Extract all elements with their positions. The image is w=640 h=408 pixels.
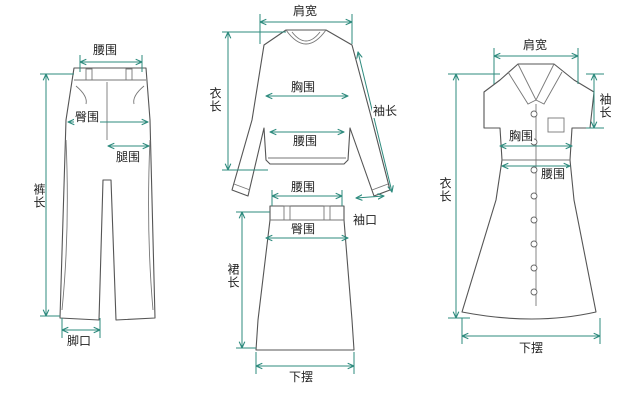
sweater-chest-label: 胸围 bbox=[290, 80, 317, 94]
dress-waist-label: 腰围 bbox=[540, 167, 567, 181]
pants-drawing bbox=[59, 67, 156, 321]
sweater-drawing bbox=[231, 29, 391, 197]
pants-hip-label: 臀围 bbox=[74, 110, 101, 124]
skirt-drawing bbox=[255, 205, 355, 351]
dress-outline bbox=[461, 63, 597, 320]
skirt-length-label: 裙长 bbox=[226, 262, 240, 290]
dress-length-label: 衣长 bbox=[438, 176, 452, 204]
sweater-waist-label: 腰围 bbox=[292, 134, 319, 148]
dress-hem-label: 下摆 bbox=[518, 341, 545, 355]
pants-length-label: 裤长 bbox=[32, 182, 46, 210]
pants-hem-label: 脚口 bbox=[66, 334, 93, 348]
sweater-cuff-line bbox=[356, 196, 384, 198]
dress-drawing bbox=[461, 63, 597, 320]
sweater-length-label: 衣长 bbox=[208, 86, 222, 114]
sweater-outline bbox=[231, 29, 391, 197]
skirt-waist-label: 腰围 bbox=[290, 180, 317, 194]
dress-chest-label: 胸围 bbox=[508, 129, 535, 143]
sweater-sleeve-label: 袖长 bbox=[372, 104, 399, 118]
dress-shoulder-label: 肩宽 bbox=[522, 38, 549, 52]
pants-waist-label: 腰围 bbox=[92, 43, 119, 57]
pants-thigh-label: 腿围 bbox=[115, 150, 142, 164]
pants-outline bbox=[59, 67, 156, 321]
sweater-shoulder-label: 肩宽 bbox=[292, 4, 319, 18]
skirt-hem-label: 下摆 bbox=[288, 370, 315, 384]
sweater-cuff-label: 袖口 bbox=[352, 213, 379, 227]
skirt-outline bbox=[255, 205, 355, 351]
skirt-hip-label: 臀围 bbox=[290, 222, 317, 236]
sweater-sleeve-line bbox=[358, 52, 392, 192]
dress-sleeve-label: 袖长 bbox=[598, 92, 612, 120]
